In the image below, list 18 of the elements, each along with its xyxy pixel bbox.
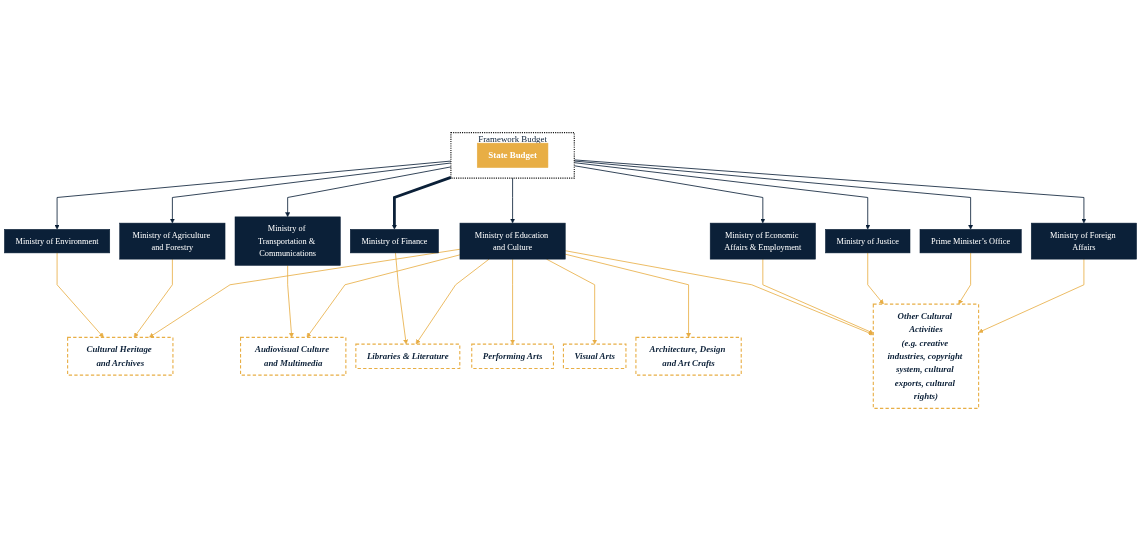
node-box: Visual Arts bbox=[562, 343, 627, 370]
node-box: State Budget bbox=[476, 142, 549, 168]
node-box: Libraries & Literature bbox=[355, 343, 461, 370]
node-box: Ministry of Transportation & Communications bbox=[234, 216, 341, 266]
node-box: Performing Arts bbox=[471, 343, 554, 370]
node-box: Architecture, Design and Art Crafts bbox=[635, 336, 742, 376]
node-box: Other Cultural Activities (e.g. creative industries, copyright system, cultural exports, cultural rights) bbox=[872, 303, 980, 409]
node-box: Ministry of Education and Culture bbox=[459, 222, 566, 260]
node-box: Ministry of Agriculture and Forestry bbox=[119, 222, 226, 260]
arrow bbox=[391, 176, 452, 230]
node-box: Ministry of Foreign Affairs bbox=[1031, 222, 1137, 260]
node-box: Audiovisual Culture and Multimedia bbox=[240, 336, 347, 376]
node-box: Cultural Heritage and Archives bbox=[67, 336, 174, 376]
node-box: Ministry of Environment bbox=[4, 229, 110, 254]
node-box: Ministry of Justice bbox=[825, 229, 911, 254]
node-box: Ministry of Finance bbox=[350, 229, 439, 254]
node-box: Prime Minister’s Office bbox=[919, 229, 1022, 254]
node-box: Ministry of Economic Affairs & Employment bbox=[709, 222, 816, 260]
